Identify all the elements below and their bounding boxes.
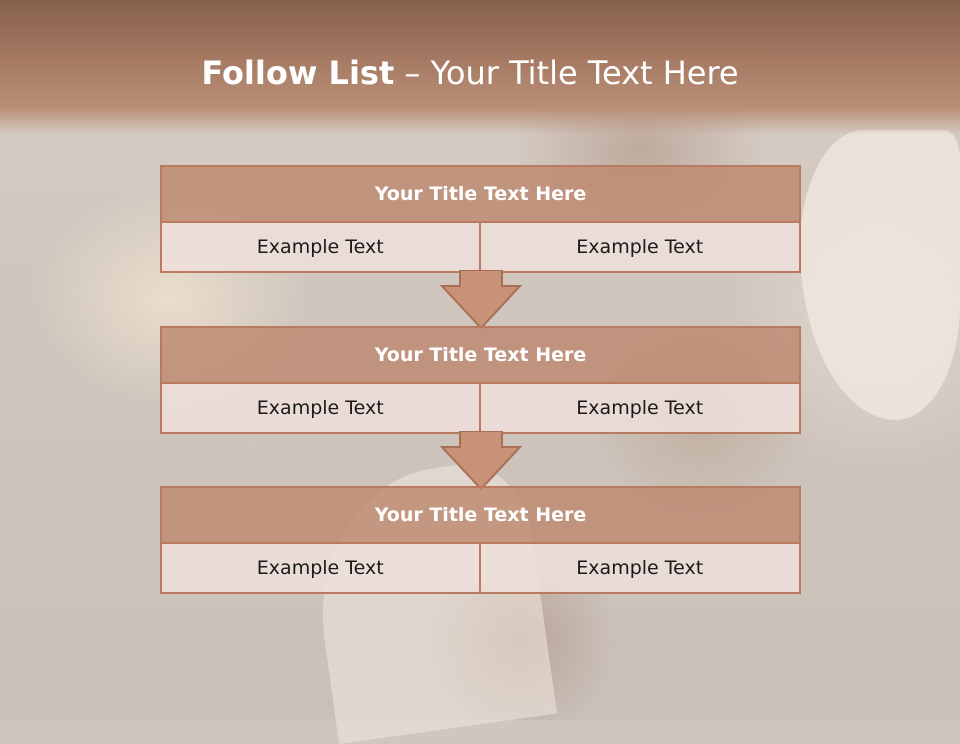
follow-block-2: Your Title Text Here Example Text Exampl… [160,326,801,434]
block-cell-left: Example Text [160,384,481,434]
block-row: Example Text Example Text [160,384,801,434]
block-cell-right: Example Text [480,384,801,434]
slide-title-strong: Follow List [201,54,395,92]
block-cell-right: Example Text [480,223,801,273]
down-arrow-icon [439,270,523,330]
block-cell-left: Example Text [160,223,481,273]
block-cell-right: Example Text [480,544,801,594]
block-title: Your Title Text Here [160,326,801,384]
block-title: Your Title Text Here [160,165,801,223]
down-arrow-icon [439,431,523,491]
block-row: Example Text Example Text [160,544,801,594]
block-title: Your Title Text Here [160,486,801,544]
slide-title-rest: – Your Title Text Here [394,54,739,92]
follow-block-1: Your Title Text Here Example Text Exampl… [160,165,801,273]
follow-block-3: Your Title Text Here Example Text Exampl… [160,486,801,594]
slide-title: Follow List – Your Title Text Here [0,54,940,92]
background-cloth [800,130,960,420]
block-cell-left: Example Text [160,544,481,594]
block-row: Example Text Example Text [160,223,801,273]
slide-header: Follow List – Your Title Text Here [0,0,960,135]
